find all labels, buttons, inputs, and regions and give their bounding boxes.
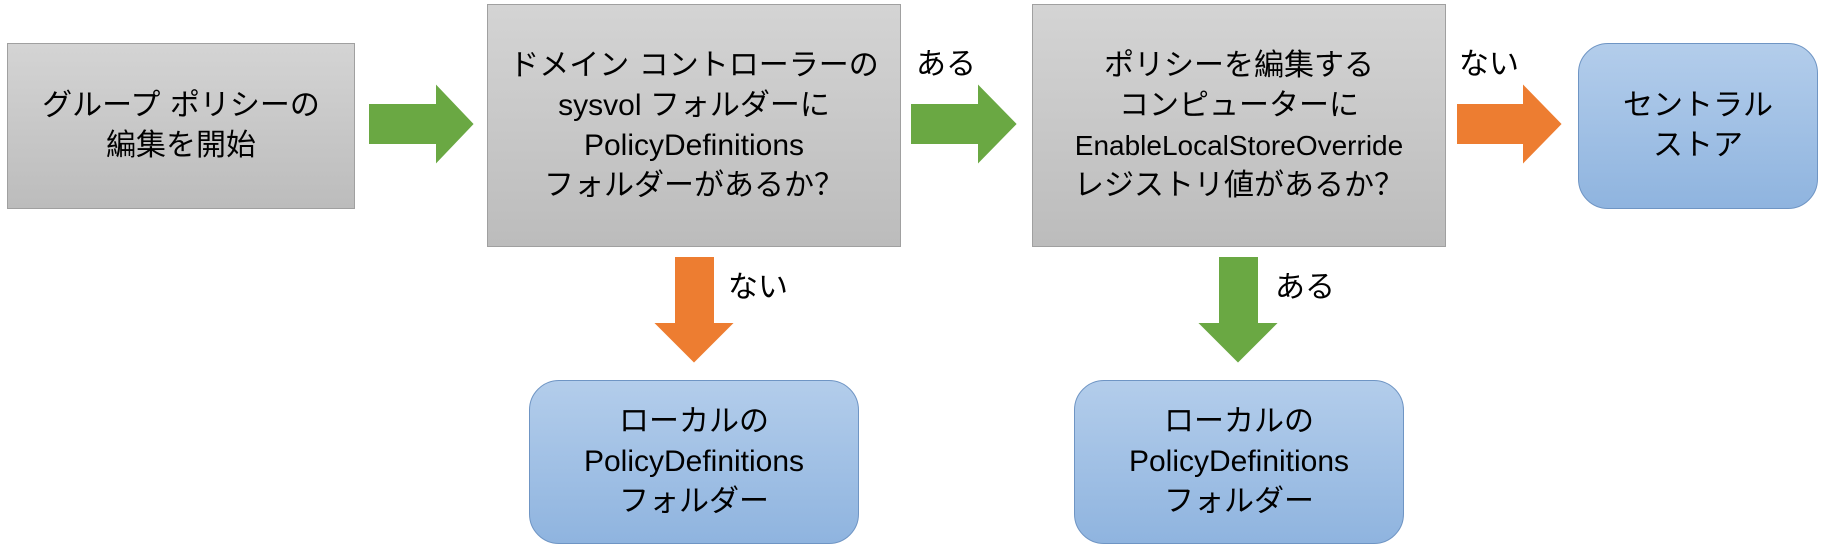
decision-registry-line-3: EnableLocalStoreOverride <box>1074 129 1404 161</box>
decision-sysvol-line-3: PolicyDefinitions <box>583 128 805 162</box>
start-line-1: グループ ポリシーの <box>42 88 320 123</box>
start-line-2: 編集を開始 <box>106 128 256 163</box>
central-store-line-2: ストア <box>1653 128 1743 163</box>
label-decision2-no: ない <box>1459 47 1519 82</box>
label-decision1-no: ない <box>728 270 788 305</box>
central-store-node: セントラル ストア <box>1578 43 1818 209</box>
arrow-decision2-yes <box>1193 255 1283 366</box>
local-store-2-line-3: フォルダー <box>1164 484 1314 519</box>
decision-registry-line-1: ポリシーを編集する <box>1104 47 1374 83</box>
decision-sysvol-line-2: sysvol フォルダーに <box>558 88 830 122</box>
local-store-node-2: ローカルの PolicyDefinitions フォルダー <box>1074 380 1404 544</box>
local-store-1-line-2: PolicyDefinitions <box>583 445 805 478</box>
decision-sysvol-line-1: ドメイン コントローラーの <box>509 47 879 83</box>
decision-registry-line-4: レジストリ値があるか？ <box>1074 167 1404 203</box>
arrow-decision2-no <box>1455 79 1565 169</box>
decision-registry-node: ポリシーを編集する コンピューターに EnableLocalStoreOverr… <box>1032 4 1446 247</box>
local-store-1-line-1: ローカルの <box>619 404 769 439</box>
arrow-decision1-yes <box>909 79 1020 169</box>
decision-sysvol-line-4: フォルダーがあるか？ <box>544 167 844 203</box>
local-store-2-line-2: PolicyDefinitions <box>1128 445 1350 478</box>
decision-sysvol-node: ドメイン コントローラーの sysvol フォルダーに PolicyDefini… <box>487 4 901 247</box>
central-store-line-1: セントラル <box>1623 88 1773 123</box>
start-node: グループ ポリシーの 編集を開始 <box>7 43 355 209</box>
decision-registry-line-2: コンピューターに <box>1119 87 1359 123</box>
arrow-decision1-no <box>649 255 739 366</box>
arrow-start-to-decision <box>367 79 477 169</box>
local-store-2-line-1: ローカルの <box>1164 404 1314 439</box>
label-decision1-yes: ある <box>916 47 976 82</box>
label-decision2-yes: ある <box>1275 270 1335 305</box>
local-store-1-line-3: フォルダー <box>619 484 769 519</box>
local-store-node-1: ローカルの PolicyDefinitions フォルダー <box>529 380 859 544</box>
